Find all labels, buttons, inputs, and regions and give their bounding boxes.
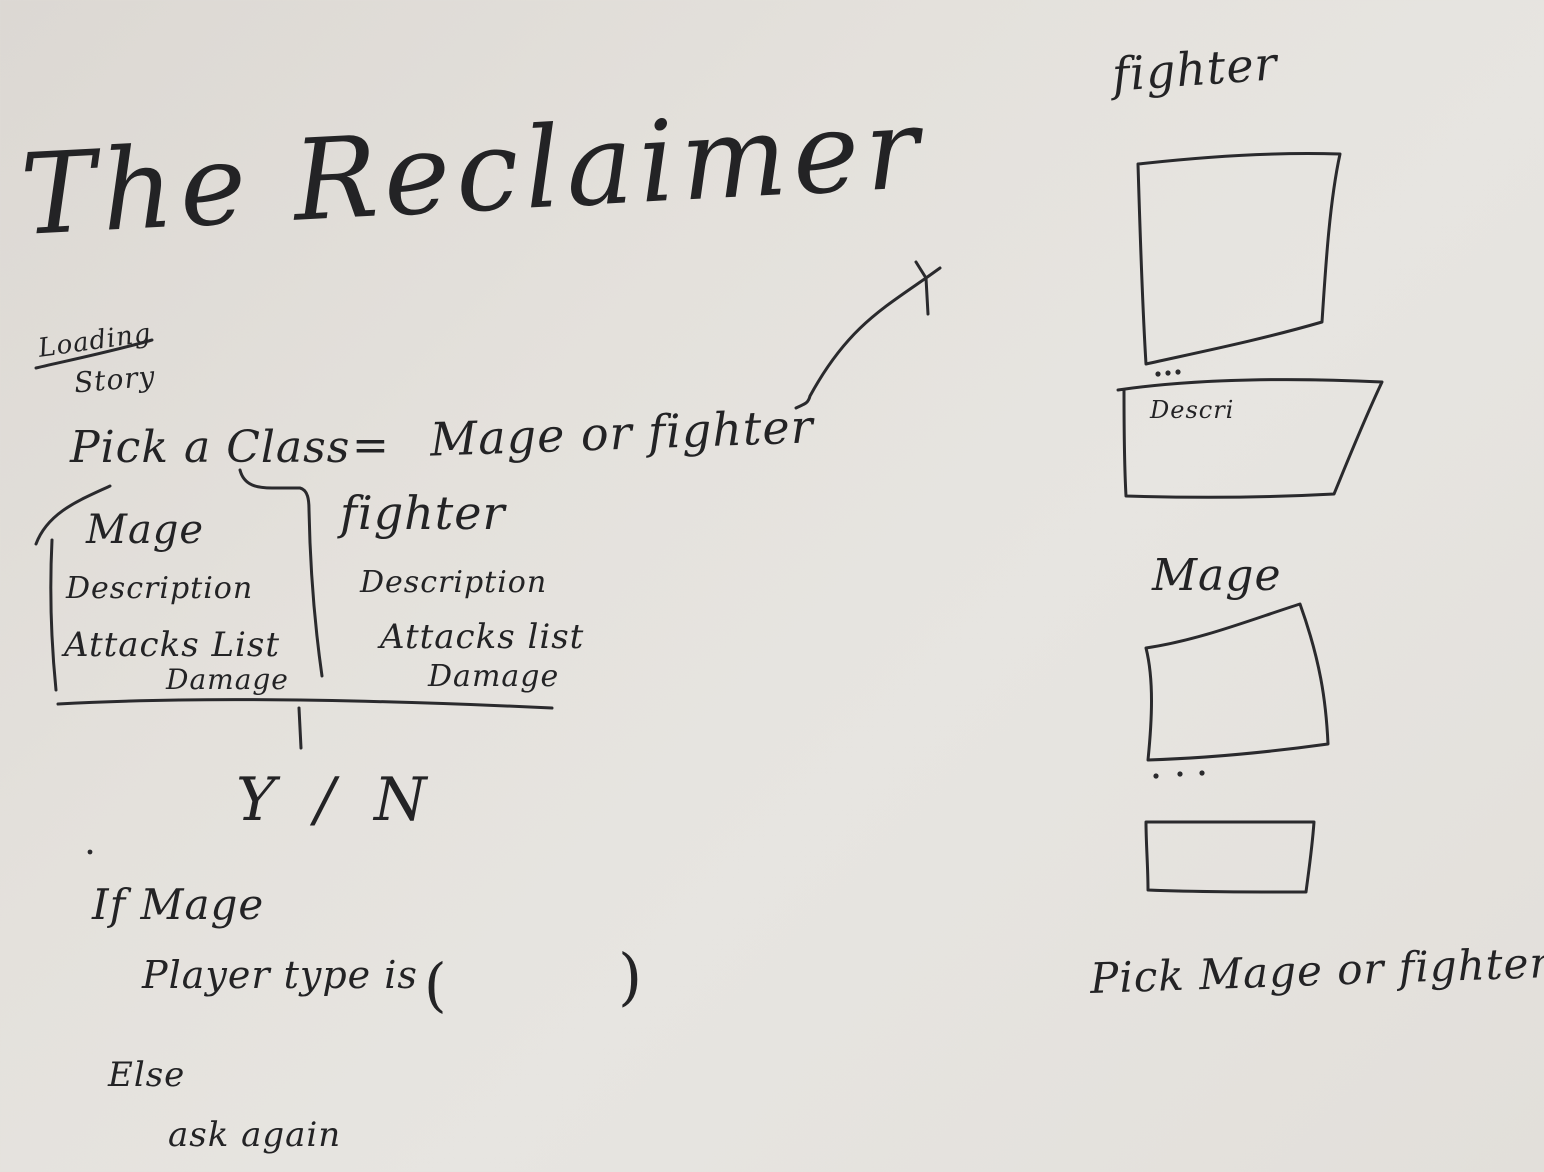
wireframe-arrow — [794, 276, 928, 410]
columns-baseline — [56, 698, 554, 710]
fighter-image-box — [1136, 152, 1342, 366]
mage-bracket — [34, 484, 112, 546]
fighter-ellipsis-dot — [1155, 371, 1161, 377]
wireframe-fighter-label: fighter — [1110, 36, 1280, 102]
wireframe-fighter-desc: Descri — [1150, 396, 1235, 424]
mage-ellipsis-dot — [1177, 771, 1183, 777]
mage-bottom-box — [1144, 820, 1316, 894]
close-paren: ) — [618, 940, 644, 1013]
equals-sign: = — [352, 420, 390, 471]
open-paren: ( — [424, 951, 448, 1019]
story-note: Story — [72, 359, 157, 400]
mage-heading: Mage — [86, 507, 205, 553]
class-bracket — [238, 468, 324, 678]
fighter-damage: Damage — [428, 659, 560, 694]
mage-description: Description — [66, 571, 254, 606]
mage-ellipsis-dot — [1153, 773, 1159, 779]
arrow-head — [914, 260, 942, 316]
else-line: Else — [108, 1055, 186, 1095]
fighter-heading: fighter — [340, 486, 506, 540]
ask-again-line: ask again — [168, 1115, 342, 1155]
pick-class-note: Pick a Class — [70, 422, 351, 473]
wireframe-mage-label: Mage — [1152, 550, 1282, 601]
mage-attacks-list: Attacks List — [64, 625, 281, 665]
fighter-description: Description — [360, 565, 548, 600]
yn-connector — [297, 706, 303, 750]
fighter-ellipsis-dot — [1165, 370, 1171, 376]
if-mage-line: If Mage — [92, 880, 265, 929]
yes-no-prompt: Y / N — [236, 765, 437, 835]
stray-dot — [87, 849, 93, 855]
mage-bracket-bar — [49, 538, 58, 692]
player-type-line: Player type is — [142, 953, 418, 997]
fighter-attacks-list: Attacks list — [380, 617, 585, 657]
class-choice-note: Mage or fighter — [429, 399, 815, 467]
mage-damage: Damage — [166, 663, 289, 696]
loading-strikethrough — [34, 338, 154, 370]
mage-image-box — [1144, 602, 1330, 762]
fighter-ellipsis-dot — [1175, 369, 1181, 375]
mage-ellipsis-dot — [1199, 770, 1205, 776]
fighter-desc-box — [1116, 378, 1384, 499]
